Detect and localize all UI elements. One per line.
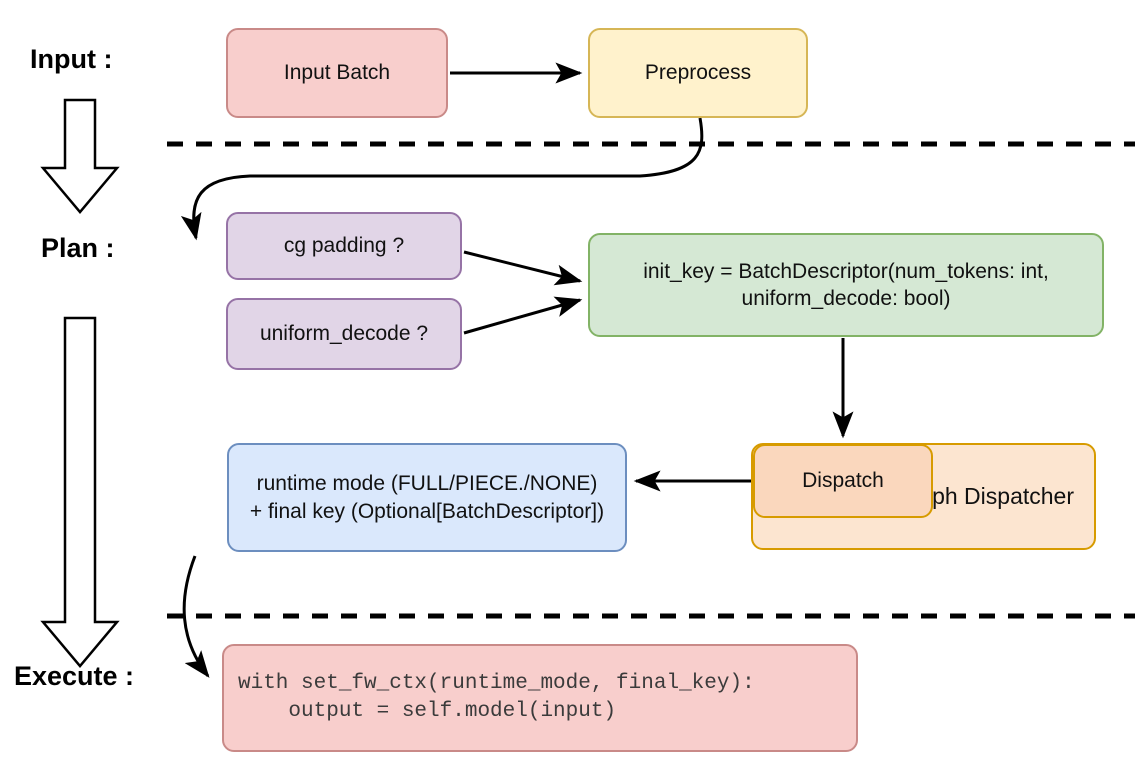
block-arrow-input-to-plan xyxy=(40,98,120,214)
stage-label-plan: Plan : xyxy=(41,233,115,263)
connector-uniform-decode-to-init-key xyxy=(463,296,583,335)
node-input-batch[interactable]: Input Batch xyxy=(226,28,448,118)
node-uniform-decode[interactable]: uniform_decode ? xyxy=(226,298,462,370)
connector-runtime-mode-to-execute-code xyxy=(182,555,210,678)
stage-label-input: Input : xyxy=(30,44,113,74)
node-init-key[interactable]: init_key = BatchDescriptor(num_tokens: i… xyxy=(588,233,1104,337)
node-dispatch[interactable]: Dispatch xyxy=(753,444,933,518)
node-runtime-mode[interactable]: runtime mode (FULL/PIECE./NONE) + final … xyxy=(227,443,627,552)
node-cg-padding[interactable]: cg padding ? xyxy=(226,212,462,280)
stage-label-execute: Execute : xyxy=(14,661,135,691)
connector-cg-padding-to-init-key xyxy=(463,250,583,286)
node-preprocess[interactable]: Preprocess xyxy=(588,28,808,118)
node-execute-code[interactable]: with set_fw_ctx(runtime_mode, final_key)… xyxy=(222,644,858,752)
connector-preprocess-to-cg-padding xyxy=(180,117,704,241)
block-arrow-plan-to-execute xyxy=(40,316,120,668)
